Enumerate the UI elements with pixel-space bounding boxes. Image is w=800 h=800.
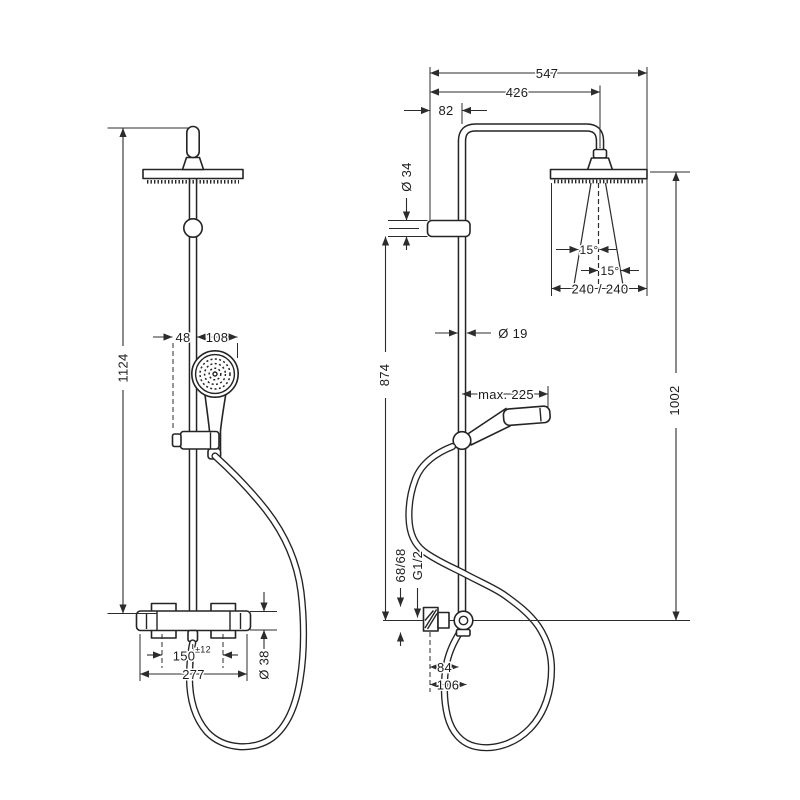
hand-shower-side — [452, 405, 551, 451]
dim-label-82: 82 — [438, 103, 453, 118]
hand-shower-head-side — [502, 405, 551, 427]
dim-label-426: 426 — [506, 85, 529, 100]
dim-spray-angle-left: 15° — [556, 242, 617, 259]
overhead-shower-side — [549, 148, 648, 184]
dim-label-1124: 1124 — [116, 353, 131, 382]
dim-head-size: 240 / 240 — [551, 183, 647, 298]
side-view: 547 426 82 Ø 34 874 — [376, 65, 690, 752]
dim-valve-diameter: Ø 38 — [250, 592, 277, 681]
overhead-shower-front — [142, 125, 244, 184]
shower-hose-side — [405, 442, 556, 752]
thermostat-valve — [135, 602, 252, 643]
dim-label-tolerance: ±12 — [195, 645, 211, 655]
dim-supply-connections: 68/68 G1/2 — [392, 547, 427, 646]
dim-label-1002: 1002 — [667, 385, 682, 415]
dim-label-max225: max. 225 — [478, 387, 534, 402]
head-connector-front — [181, 156, 205, 171]
ball-joint-front — [183, 218, 204, 239]
dim-head-height: 1002 — [650, 171, 690, 621]
hand-shower-head-front — [191, 349, 240, 398]
dim-label-d19: Ø 19 — [498, 326, 527, 341]
dim-label-150: 150 — [173, 649, 196, 664]
dim-hose-offset-far: 106 — [430, 676, 467, 694]
wall-bracket-side — [426, 219, 471, 238]
shower-hose-front — [185, 452, 308, 751]
dim-label-g12: G1/2 — [410, 551, 425, 580]
front-view: 1124 48 108 150 ±12 277 — [107, 125, 308, 751]
dim-wall-to-riser: 82 — [404, 102, 487, 124]
dim-label-106: 106 — [437, 678, 460, 693]
slider-clamp-knob — [171, 433, 182, 448]
pipe-top-knob — [186, 125, 201, 159]
head-connector-side-top — [592, 148, 608, 159]
dim-label-240-240: 240 / 240 — [572, 282, 629, 297]
dim-label-108: 108 — [206, 330, 229, 345]
holder-pivot-ball — [452, 430, 472, 451]
dim-slider-offset-and-width: 48 108 — [153, 329, 238, 430]
dim-spray-angle-right: 15° — [581, 263, 639, 280]
dim-handshower-length: max. 225 — [462, 386, 549, 407]
connection-stem — [437, 611, 450, 629]
dim-label-d34: Ø 34 — [399, 162, 414, 191]
dim-label-277: 277 — [182, 667, 205, 682]
elbow-body — [453, 610, 474, 631]
slider-bracket — [171, 430, 220, 450]
dim-label-547: 547 — [536, 66, 559, 81]
elbow-hose-outlet — [455, 628, 471, 637]
head-connector-side — [586, 157, 614, 171]
dim-valve-width: 277 — [139, 634, 248, 684]
dim-overall-height: 1124 — [107, 127, 190, 614]
spray-angle-lines — [572, 182, 625, 291]
dim-label-84: 84 — [437, 660, 452, 675]
dim-label-d38: Ø 38 — [257, 650, 272, 679]
riser-and-arm-side — [457, 123, 605, 621]
dim-reach-center: 426 — [430, 84, 601, 148]
dim-riser-diameter: Ø 19 — [435, 325, 529, 343]
dim-connection-spacing: 150 ±12 — [147, 634, 238, 668]
dim-bracket-height: 874 — [376, 236, 394, 621]
dim-label-68-68: 68/68 — [393, 548, 408, 582]
dim-bracket-diameter: Ø 34 — [388, 161, 428, 250]
dim-label-48: 48 — [175, 330, 190, 345]
dim-label-15-left: 15° — [579, 243, 598, 257]
wall-elbow-connection — [422, 606, 474, 637]
dim-label-874: 874 — [377, 364, 392, 387]
dim-label-15-right: 15° — [600, 264, 619, 278]
